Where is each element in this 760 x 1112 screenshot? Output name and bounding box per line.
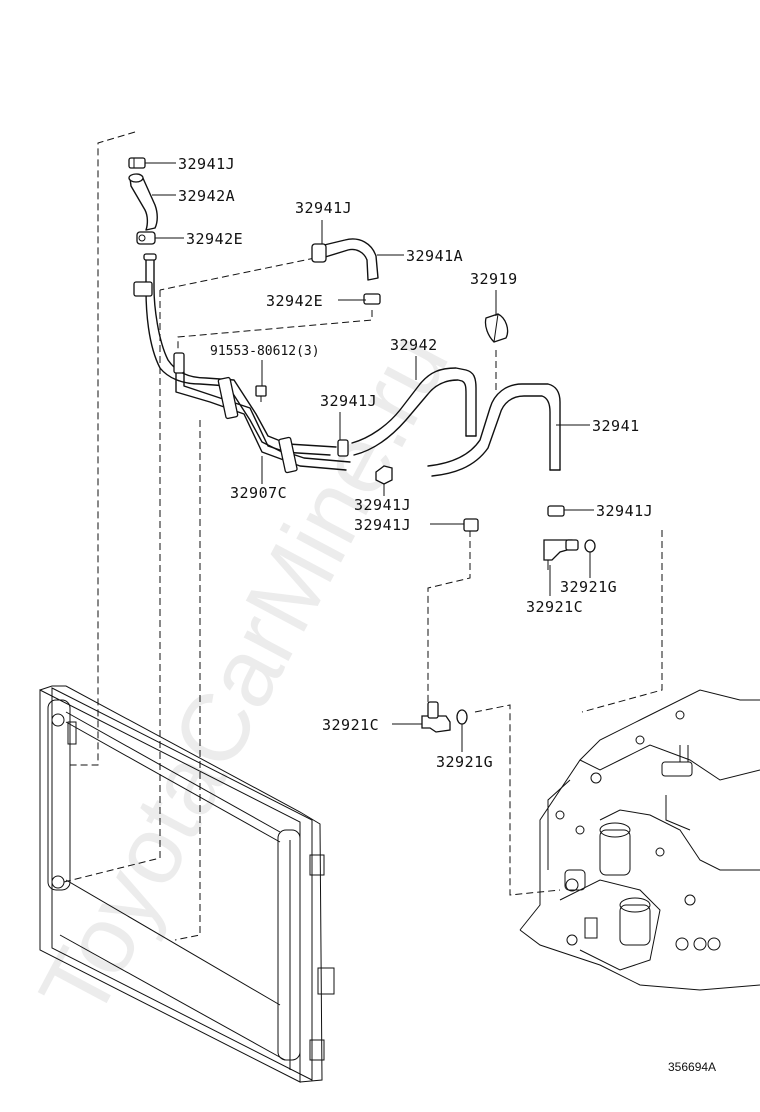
label-gasket-upper[interactable]: 32921G bbox=[560, 578, 617, 596]
leader-lines bbox=[145, 162, 594, 752]
label-clamp-32919[interactable]: 32919 bbox=[470, 270, 518, 288]
label-clip-mid[interactable]: 32941J bbox=[320, 392, 377, 410]
label-clip-top[interactable]: 32941J bbox=[178, 155, 235, 173]
clamp-32919 bbox=[484, 313, 509, 390]
label-hose-32942[interactable]: 32942 bbox=[390, 336, 438, 354]
label-bolt[interactable]: 91553-80612(3) bbox=[210, 344, 320, 359]
label-hose-a[interactable]: 32941A bbox=[406, 247, 463, 265]
hose-32942 bbox=[337, 367, 477, 457]
cooler-tube-assembly bbox=[133, 253, 351, 474]
union-lower-group bbox=[421, 701, 468, 733]
label-hose-32941[interactable]: 32941 bbox=[592, 417, 640, 435]
hose-32941 bbox=[375, 383, 561, 485]
label-union-upper[interactable]: 32921C bbox=[526, 598, 583, 616]
union-upper-group bbox=[463, 505, 596, 570]
label-clamp-e[interactable]: 32942E bbox=[266, 292, 323, 310]
phantom-lines bbox=[59, 131, 663, 941]
label-tube-assy[interactable]: 32907C bbox=[230, 484, 287, 502]
label-clamp-top[interactable]: 32942E bbox=[186, 230, 243, 248]
part-labels: 32941J 32942A 32942E 32941J 32941A 32942… bbox=[178, 155, 716, 1074]
upper-small-hose-group bbox=[128, 157, 158, 245]
watermark: ToyotaCarMine.ru bbox=[19, 316, 469, 1035]
label-union-lower[interactable]: 32921C bbox=[322, 716, 379, 734]
label-clip-lower2[interactable]: 32941J bbox=[354, 516, 411, 534]
hose-32941a bbox=[311, 238, 381, 305]
label-hose-top[interactable]: 32942A bbox=[178, 187, 235, 205]
label-clip-hose-a[interactable]: 32941J bbox=[295, 199, 352, 217]
diagram-code: 356694A bbox=[668, 1060, 716, 1074]
label-clip-right[interactable]: 32941J bbox=[596, 502, 653, 520]
radiator bbox=[39, 685, 335, 1083]
label-gasket-lower[interactable]: 32921G bbox=[436, 753, 493, 771]
transmission-case bbox=[519, 689, 760, 991]
label-clip-lower1[interactable]: 32941J bbox=[354, 496, 411, 514]
